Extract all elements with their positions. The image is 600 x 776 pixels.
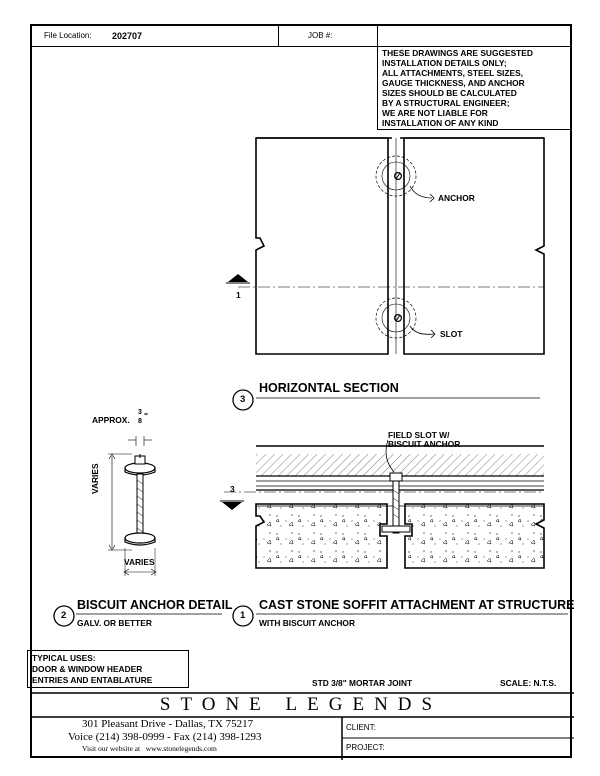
biscuit-anchor-elevation xyxy=(108,436,157,576)
typical-uses-line: TYPICAL USES: xyxy=(32,653,96,663)
note-line: WE ARE NOT LIABLE FOR xyxy=(382,108,488,118)
structure-above xyxy=(256,445,544,491)
slot-label: SLOT xyxy=(440,329,463,339)
slot-callout-circle xyxy=(375,297,417,339)
typical-uses-line: DOOR & WINDOW HEADER xyxy=(32,664,143,674)
note-line: INSTALLATION DETAILS ONLY; xyxy=(382,58,507,68)
note-line: BY A STRUCTURAL ENGINEER; xyxy=(382,98,510,108)
scale-label: SCALE: N.T.S. xyxy=(500,678,557,688)
fraction-inch-mark: " xyxy=(144,411,148,421)
typical-uses-box: TYPICAL USES: DOOR & WINDOW HEADER ENTRI… xyxy=(27,650,189,688)
disclaimer-note: THESE DRAWINGS ARE SUGGESTED INSTALLATIO… xyxy=(377,46,572,130)
detail-2-bubble xyxy=(53,605,75,627)
file-location-value: 202707 xyxy=(112,31,143,41)
detail-2-title: BISCUIT ANCHOR DETAIL xyxy=(77,598,233,612)
approx-label: APPROX. xyxy=(92,415,130,425)
detail-1-subtitle: WITH BISCUIT ANCHOR xyxy=(259,618,355,628)
cast-stone-left xyxy=(255,503,388,569)
varies-vertical-label: VARIES xyxy=(90,463,100,494)
anchor-leader xyxy=(409,185,433,199)
section-marker-arrow xyxy=(222,502,242,510)
footer-phone: Voice (214) 398-0999 - Fax (214) 398-129… xyxy=(68,731,262,743)
header-divider xyxy=(377,26,378,46)
stone-block-right xyxy=(403,137,545,355)
section-marker-3: 3 xyxy=(230,484,235,494)
section-marker-arrow xyxy=(228,274,248,282)
typical-uses-line: ENTRIES AND ENTABLATURE xyxy=(32,675,153,685)
biscuit-anchor-section xyxy=(381,472,411,534)
field-slot-label-1: FIELD SLOT W/ xyxy=(388,430,450,440)
drawing-graphics xyxy=(32,137,574,760)
varies-horizontal-label: VARIES xyxy=(124,557,155,567)
note-line: THESE DRAWINGS ARE SUGGESTED xyxy=(382,48,533,58)
mortar-joint-label: STD 3/8" MORTAR JOINT xyxy=(312,678,413,688)
section-marker-1: 1 xyxy=(236,290,241,300)
slot-leader xyxy=(409,325,435,335)
footer-website-line: Visit our website at www.stonelegends.co… xyxy=(82,744,217,753)
fraction-numerator: 3 xyxy=(138,409,142,416)
footer-address: 301 Pleasant Drive - Dallas, TX 75217 xyxy=(82,718,254,730)
detail-1-bubble xyxy=(232,605,254,627)
cast-stone-right xyxy=(404,503,545,569)
footer-website-label: Visit our website at xyxy=(82,744,141,753)
note-line: GAUGE THICKNESS, AND ANCHOR xyxy=(382,78,525,88)
header-divider xyxy=(278,26,279,46)
section-3-number: 3 xyxy=(240,394,246,405)
section-3-title: HORIZONTAL SECTION xyxy=(259,381,399,395)
company-name: STONE LEGENDS xyxy=(159,694,443,715)
stone-block-left xyxy=(255,137,389,355)
detail-1-title: CAST STONE SOFFIT ATTACHMENT AT STRUCTUR… xyxy=(259,598,575,612)
file-location-label: File Location: xyxy=(44,31,92,40)
section-3-bubble xyxy=(232,389,254,411)
note-line: SIZES SHOULD BE CALCULATED xyxy=(382,88,517,98)
fraction-denominator: 8 xyxy=(138,418,142,425)
detail-1-number: 1 xyxy=(240,610,246,621)
anchor-label: ANCHOR xyxy=(438,193,475,203)
field-slot-label-2: BISCUIT ANCHOR xyxy=(388,439,461,449)
job-label: JOB #: xyxy=(308,31,333,40)
detail-2-number: 2 xyxy=(61,610,67,621)
field-slot-leader xyxy=(385,439,395,473)
detail-2-subtitle: GALV. OR BETTER xyxy=(77,618,152,628)
project-label: PROJECT: xyxy=(346,743,385,752)
anchor-callout-circle xyxy=(375,155,417,197)
drawing-sheet: File Location: 202707 JOB #: THESE DRAWI… xyxy=(27,24,575,760)
note-line: ALL ATTACHMENTS, STEEL SIZES, xyxy=(382,68,523,78)
note-line: INSTALLATION OF ANY KIND xyxy=(382,118,499,128)
title-header: File Location: 202707 JOB #: xyxy=(32,26,570,47)
footer-website[interactable]: www.stonelegends.com xyxy=(145,744,217,753)
client-label: CLIENT: xyxy=(346,723,376,732)
